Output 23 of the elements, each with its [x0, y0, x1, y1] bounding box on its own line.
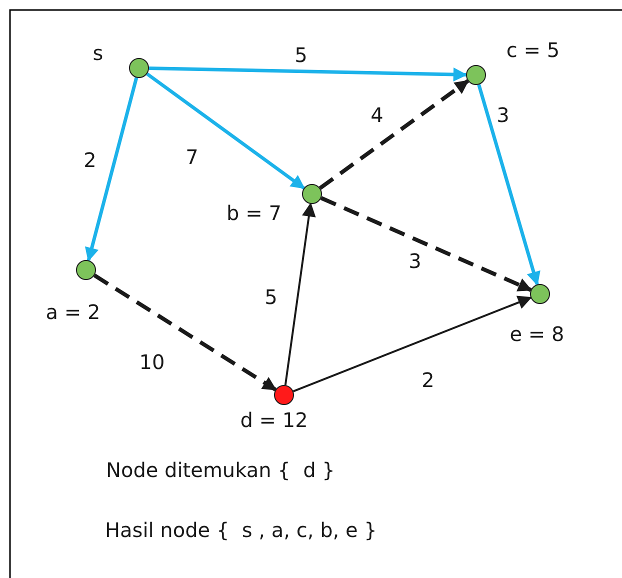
- note-text: Node ditemukan { d }: [106, 458, 335, 482]
- node-label: c = 5: [506, 39, 560, 61]
- arrow: [318, 79, 470, 190]
- node-circle: [302, 184, 322, 204]
- node-circle: [76, 260, 96, 280]
- node-circle: [466, 65, 486, 85]
- arrow: [148, 66, 468, 82]
- node-label: s: [92, 42, 104, 64]
- node-label: b = 7: [226, 202, 282, 224]
- arrow: [320, 196, 532, 292]
- arrow: [284, 202, 316, 386]
- node-label: d = 12: [240, 409, 308, 431]
- arrow: [477, 84, 540, 286]
- note-text: Hasil node { s , a, c, b, e }: [105, 518, 377, 542]
- arrow: [146, 72, 306, 190]
- arrow: [292, 296, 532, 392]
- arrow: [84, 77, 138, 262]
- arrow: [93, 274, 277, 392]
- node-label: e = 8: [510, 323, 564, 345]
- node-circle: [129, 58, 149, 78]
- node-label: a = 2: [46, 301, 100, 323]
- node-circle: [274, 385, 294, 405]
- node-circle: [530, 284, 550, 304]
